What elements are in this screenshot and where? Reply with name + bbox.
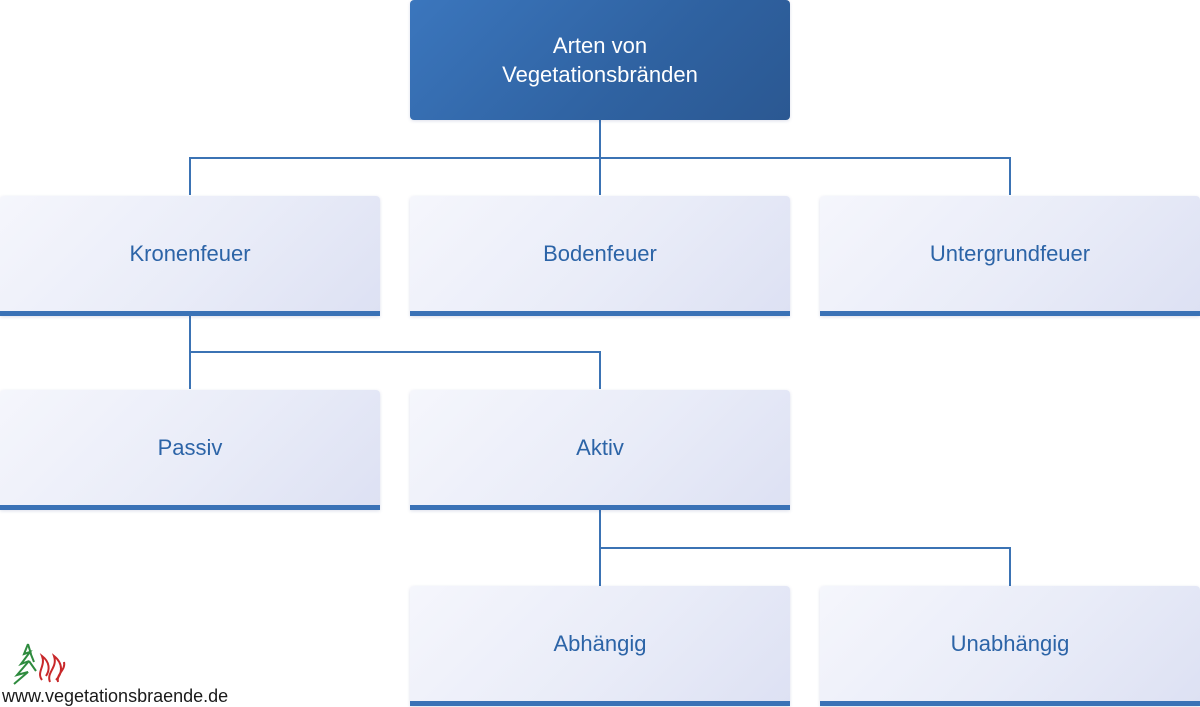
node-untergrundfeuer: Untergrundfeuer bbox=[820, 196, 1200, 316]
node-unabhaengig-label: Unabhängig bbox=[950, 630, 1070, 656]
website-url: www.vegetationsbraende.de bbox=[2, 686, 229, 706]
node-kronenfeuer: Kronenfeuer bbox=[0, 196, 380, 316]
node-abhaengig: Abhängig bbox=[410, 586, 790, 706]
node-untergrundfeuer-label: Untergrundfeuer bbox=[929, 240, 1091, 266]
tree-flame-logo-icon bbox=[13, 643, 66, 685]
connector-root-children bbox=[189, 120, 1011, 195]
root-node: Arten von Vegetationsbränden bbox=[410, 0, 790, 120]
site-logo: www.vegetationsbraende.de bbox=[0, 640, 230, 706]
node-passiv: Passiv bbox=[0, 390, 380, 510]
node-aktiv: Aktiv bbox=[410, 390, 790, 510]
node-bodenfeuer-label: Bodenfeuer bbox=[543, 240, 657, 266]
connector-kronenfeuer-children bbox=[189, 315, 601, 389]
node-aktiv-label: Aktiv bbox=[576, 434, 624, 460]
connector-aktiv-children bbox=[599, 510, 1011, 586]
node-bodenfeuer: Bodenfeuer bbox=[410, 196, 790, 316]
node-passiv-label: Passiv bbox=[157, 434, 223, 460]
node-unabhaengig: Unabhängig bbox=[820, 586, 1200, 706]
node-abhaengig-label: Abhängig bbox=[553, 630, 647, 656]
root-node-label: Arten von Vegetationsbränden bbox=[502, 33, 698, 87]
node-kronenfeuer-label: Kronenfeuer bbox=[129, 240, 251, 266]
